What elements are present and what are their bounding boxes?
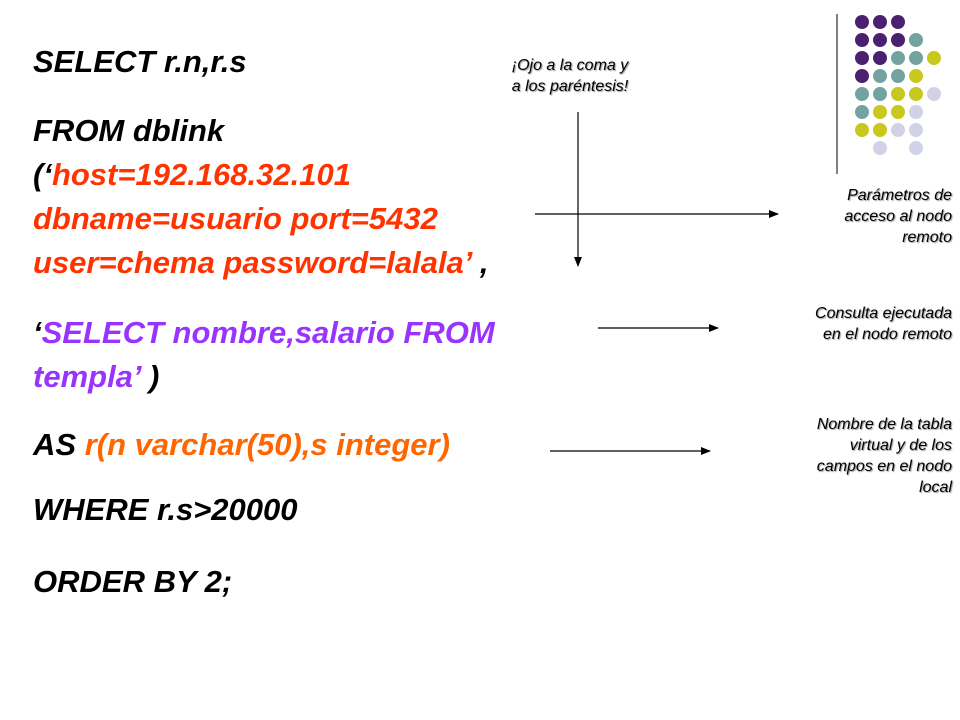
note-access-params: Parámetros de acceso al nodo remoto: [750, 185, 952, 248]
note-line: a los paréntesis!: [511, 78, 629, 95]
note-line: Nombre de la tabla: [816, 416, 952, 433]
sql-alias-definition: r(n varchar(50),s integer): [84, 427, 450, 462]
sql-line-user: user=chema password=lalala’ ,: [33, 244, 489, 282]
sql-line-from: FROM dblink: [33, 112, 224, 150]
sql-remote-table: templa’: [33, 359, 141, 394]
note-line: campos en el nodo: [816, 458, 952, 475]
sql-line-order: ORDER BY 2;: [33, 563, 232, 601]
note-line: en el nodo remoto: [823, 326, 952, 343]
sql-where-clause: WHERE r.s>20000: [33, 492, 298, 527]
note-line: ¡Ojo a la coma y: [511, 57, 629, 74]
sql-from-clause: FROM dblink: [33, 113, 225, 148]
sql-line-as: AS r(n varchar(50),s integer): [33, 426, 450, 464]
sql-dbname-port: dbname=usuario port=5432: [33, 201, 438, 236]
sql-comma: ,: [471, 245, 489, 280]
sql-open-paren: (‘: [33, 157, 52, 192]
sql-line-remote-select: ‘SELECT nombre,salario FROM: [33, 314, 495, 352]
note-comma-warning: ¡Ojo a la coma y a los paréntesis!: [470, 55, 670, 97]
note-virtual-table: Nombre de la tabla virtual y de los camp…: [720, 414, 952, 498]
sql-order-clause: ORDER BY 2;: [33, 564, 233, 599]
sql-user-password: user=chema password=lalala’: [33, 245, 472, 280]
sql-line-where: WHERE r.s>20000: [33, 491, 298, 529]
note-line: Consulta ejecutada: [815, 305, 952, 322]
sql-remote-select: SELECT nombre,salario FROM: [41, 315, 495, 350]
note-line: Parámetros de: [847, 187, 952, 204]
sql-select-clause: SELECT r.n,r.s: [33, 44, 247, 79]
note-line: virtual y de los: [849, 437, 952, 454]
sql-line-host: (‘host=192.168.32.101: [33, 156, 351, 194]
note-remote-query: Consulta ejecutada en el nodo remoto: [720, 303, 952, 345]
sql-close-paren: ): [140, 359, 160, 394]
note-line: acceso al nodo: [844, 208, 952, 225]
sql-line-dbname: dbname=usuario port=5432: [33, 200, 438, 238]
note-line: remoto: [902, 229, 952, 246]
note-line: local: [919, 479, 952, 496]
sql-line-select: SELECT r.n,r.s: [33, 43, 247, 81]
sql-as-keyword: AS: [33, 427, 85, 462]
sql-line-templa: templa’ ): [33, 358, 159, 396]
sql-quote-open: ‘: [33, 315, 42, 350]
sql-host: host=192.168.32.101: [51, 157, 351, 192]
